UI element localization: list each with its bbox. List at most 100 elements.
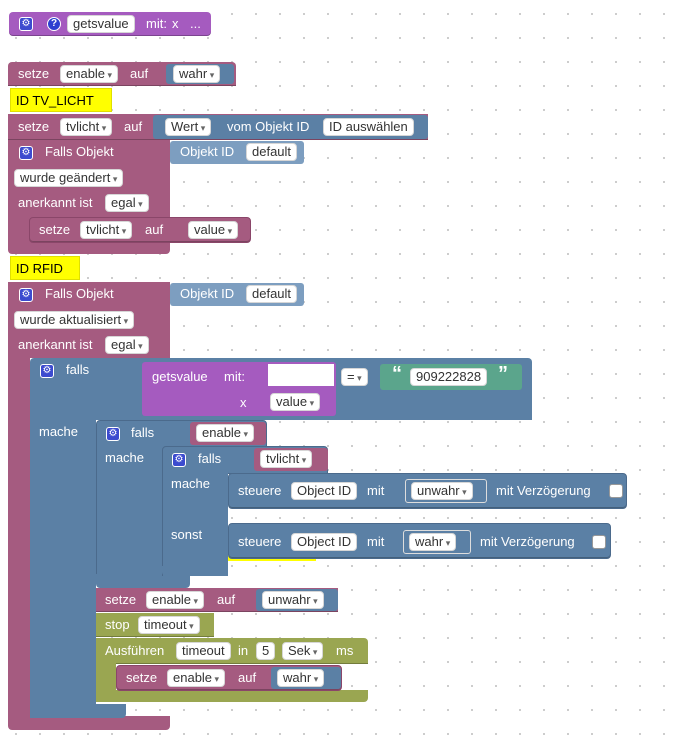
variable-dropdown[interactable]: enable xyxy=(60,65,119,83)
gear-icon[interactable]: ⚙ xyxy=(19,146,33,160)
operator-dropdown[interactable]: = xyxy=(341,368,368,386)
tvlicht-get-block[interactable]: tvlicht xyxy=(254,448,328,471)
with-label: mit xyxy=(367,483,385,498)
bool-dropdown[interactable]: unwahr xyxy=(262,591,324,609)
control-label: steuere xyxy=(238,483,282,498)
object-id-value[interactable]: default xyxy=(246,285,298,303)
set-label: setze xyxy=(18,66,50,81)
inner-set-block[interactable]: setze tvlicht auf value xyxy=(29,217,251,243)
ack-dropdown[interactable]: egal xyxy=(105,194,149,212)
id-comment[interactable]: ID RFID xyxy=(10,256,80,280)
value-slot: wahr xyxy=(271,667,341,689)
variable-dropdown[interactable]: tvlicht xyxy=(80,221,133,239)
object-id-value[interactable]: default xyxy=(246,143,298,161)
ack-label: anerkannt ist xyxy=(18,337,93,352)
execute-timeout-block[interactable]: Ausführen timeout in 5 Sek ms xyxy=(96,638,368,664)
function-param: x xyxy=(172,16,179,31)
variable-dropdown[interactable]: tvlicht xyxy=(260,450,313,468)
ms-label: ms xyxy=(336,643,354,658)
set-label: setze xyxy=(126,670,158,685)
stop-timeout-block[interactable]: stop timeout xyxy=(96,613,214,637)
variable-dropdown[interactable]: enable xyxy=(146,591,205,609)
function-call-block[interactable]: getsvalue mit: x value xyxy=(142,362,336,416)
condition-dropdown[interactable]: wurde aktualisiert xyxy=(14,311,135,329)
variable-dropdown[interactable]: enable xyxy=(167,669,226,687)
gear-icon[interactable]: ⚙ xyxy=(19,17,33,31)
id-comment[interactable]: ID TV_LICHT xyxy=(10,88,112,112)
id-comment-text: ID RFID xyxy=(16,261,63,276)
variable-dropdown[interactable]: tvlicht xyxy=(60,118,113,136)
gear-icon[interactable]: ⚙ xyxy=(19,288,33,302)
ack-dropdown[interactable]: egal xyxy=(105,336,149,354)
id-comment-text: ID TV_LICHT xyxy=(16,93,94,108)
do-label: mache xyxy=(105,450,145,465)
delay-label: mit Verzögerung xyxy=(480,534,575,549)
inner-set-enable-block[interactable]: setze enable auf wahr xyxy=(116,665,342,691)
if-label: falls xyxy=(66,362,90,377)
object-id-label: Objekt ID xyxy=(180,144,235,159)
object-id-select[interactable]: Object ID xyxy=(291,482,358,500)
timeout-dropdown[interactable]: timeout xyxy=(138,616,200,634)
function-with-label: mit: xyxy=(146,16,167,31)
object-id-slot[interactable]: Objekt ID default xyxy=(170,283,304,306)
set-label: setze xyxy=(18,119,50,134)
to-label: auf xyxy=(217,592,236,607)
ack-label: anerkannt ist xyxy=(18,195,93,210)
bool-dropdown[interactable]: wahr xyxy=(277,669,325,687)
attribute-dropdown[interactable]: Wert xyxy=(165,118,212,136)
from-object-label: vom Objekt ID xyxy=(227,119,310,134)
to-label: auf xyxy=(124,119,143,134)
delay-checkbox[interactable] xyxy=(609,484,623,498)
to-label: auf xyxy=(238,670,257,685)
trigger-label: Falls Objekt xyxy=(45,144,114,159)
stop-label: stop xyxy=(105,617,130,632)
do-label: mache xyxy=(39,424,79,439)
delay-number[interactable]: 5 xyxy=(256,642,276,660)
else-label: sonst xyxy=(171,527,203,542)
object-id-slot[interactable]: Objekt ID default xyxy=(170,141,304,164)
function-block[interactable]: ⚙ ? getsvalue mit: x ... xyxy=(9,12,211,36)
object-id-select[interactable]: Object ID xyxy=(291,533,358,551)
help-icon[interactable]: ? xyxy=(47,17,61,31)
if-label: falls xyxy=(131,425,155,440)
quote-right: ” xyxy=(498,363,508,385)
call-with: mit: xyxy=(224,369,245,384)
bool-slot: wahr xyxy=(403,530,471,554)
control-block-2[interactable]: steuere Object ID mit wahr mit Verzögeru… xyxy=(228,523,611,559)
object-id-select[interactable]: ID auswählen xyxy=(323,118,414,136)
variable-dropdown[interactable]: enable xyxy=(196,424,255,442)
gear-icon[interactable]: ⚙ xyxy=(172,453,186,467)
unit-dropdown[interactable]: Sek xyxy=(282,642,324,660)
call-param-label: x xyxy=(240,395,247,410)
object-id-label: Objekt ID xyxy=(180,286,235,301)
delay-checkbox[interactable] xyxy=(592,535,606,549)
in-label: in xyxy=(238,643,249,658)
value-slot: unwahr xyxy=(256,589,338,611)
text-block[interactable]: “ 909222828 ” xyxy=(380,364,522,390)
bool-dropdown[interactable]: wahr xyxy=(173,65,221,83)
get-value-block[interactable]: Wert vom Objekt ID ID auswählen xyxy=(153,115,428,139)
enable-get-block[interactable]: enable xyxy=(190,422,266,445)
condition-dropdown[interactable]: wurde geändert xyxy=(14,169,124,187)
set-label: setze xyxy=(39,222,71,237)
value-slot: wahr xyxy=(166,64,234,84)
quote-left: “ xyxy=(392,363,402,385)
bool-dropdown[interactable]: wahr xyxy=(409,533,457,551)
execute-label: Ausführen xyxy=(105,643,165,658)
trigger-label: Falls Objekt xyxy=(45,286,114,301)
if-label: falls xyxy=(198,451,222,466)
timeout-name[interactable]: timeout xyxy=(176,642,231,660)
to-label: auf xyxy=(145,222,164,237)
function-ellipsis: ... xyxy=(190,16,201,31)
do-label: mache xyxy=(171,476,211,491)
control-block-1[interactable]: steuere Object ID mit unwahr mit Verzöge… xyxy=(228,473,627,509)
gear-icon[interactable]: ⚙ xyxy=(40,364,54,378)
value-dropdown[interactable]: value xyxy=(270,393,321,411)
gear-icon[interactable]: ⚙ xyxy=(106,427,120,441)
bool-dropdown[interactable]: unwahr xyxy=(411,482,473,500)
text-value[interactable]: 909222828 xyxy=(410,368,488,386)
bool-slot: unwahr xyxy=(405,479,487,503)
function-name[interactable]: getsvalue xyxy=(67,15,135,33)
value-dropdown[interactable]: value xyxy=(188,221,239,239)
set-label: setze xyxy=(105,592,137,607)
